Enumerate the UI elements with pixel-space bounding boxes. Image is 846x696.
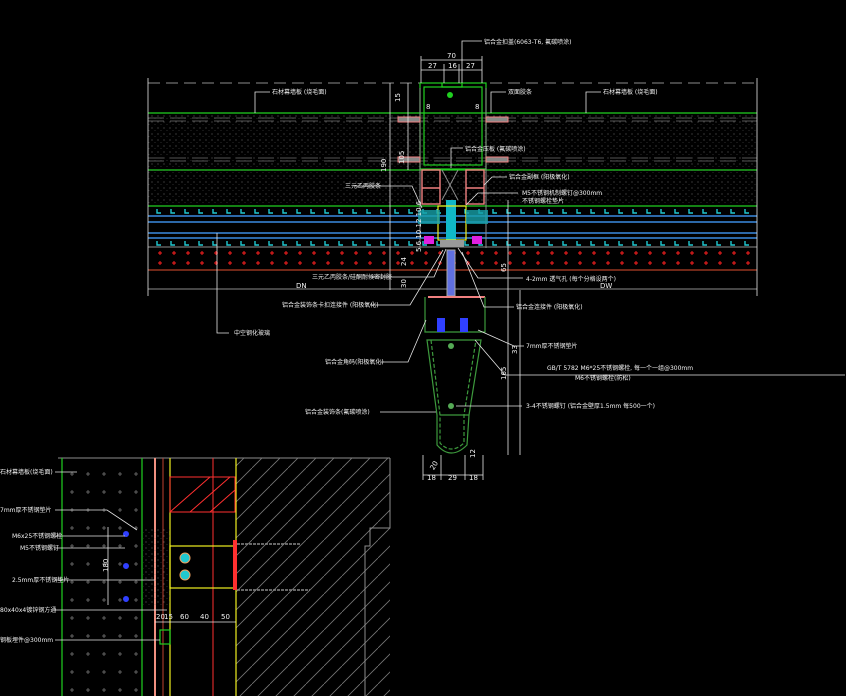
label-fin-profile: 铝合金装饰条(氟碳喷涂): [305, 408, 370, 416]
label-detail-bolt: M6x25不锈钢螺栓: [12, 532, 62, 540]
detail-annotations: 石材幕墙板(烧毛面) 7mm厚不锈钢垫片 M6x25不锈钢螺栓 M5不锈钢螺钉 …: [0, 468, 236, 644]
dim-d40: 40: [200, 613, 209, 621]
label-screw-m5-sub: 不锈钢螺栓垫片: [522, 197, 564, 205]
label-stone-right: 石材幕墙板 (烧毛面): [603, 88, 658, 96]
label-detail-stone: 石材幕墙板(烧毛面): [0, 468, 53, 476]
dim-27-left: 27: [428, 62, 437, 70]
label-dw: DW: [600, 282, 612, 290]
dim-15: 15: [394, 93, 402, 102]
label-tape: 双面胶条: [508, 88, 532, 96]
label-aluminum-frame: 铝合金副框 (阳极氧化): [509, 173, 570, 181]
label-detail-screw: M5不锈钢螺钉: [20, 544, 59, 552]
dim-24: 24: [400, 257, 408, 266]
label-gasket-7mm: 7mm厚不锈钢垫片: [526, 342, 578, 350]
dim-8-right: 8: [475, 103, 479, 111]
dim-layers: 5 6 10 12 10 6: [415, 200, 423, 252]
dim-8-left: 8: [426, 103, 430, 111]
dim-65: 65: [500, 263, 508, 272]
label-vent-hole: 4-2mm 透气孔 (每个分格设两个): [526, 275, 616, 283]
dim-70: 70: [447, 52, 456, 60]
dim-180: 180: [102, 559, 110, 572]
detail-section: [58, 457, 391, 696]
label-bolt-spec: GB/T 5782 M6*25不锈钢螺栓, 每一个一组@300mm: [547, 364, 693, 372]
dim-165: 165: [500, 367, 508, 380]
dim-20: 20: [429, 460, 440, 472]
dim-105: 105: [398, 151, 406, 164]
dim-18-right: 18: [469, 474, 478, 482]
plan-section: [147, 78, 758, 454]
label-bolt-spec-sub: M6不锈钢螺栓(防松): [575, 374, 631, 382]
label-bolt-cover: 铝合金装饰条卡扣连接件 (阳极氧化): [282, 301, 379, 309]
label-connector: 铝合金连接件 (阳极氧化): [516, 303, 583, 311]
label-detail-embed: 钢板埋件@300mm: [0, 636, 53, 644]
label-detail-gasket-thin: 2.5mm厚不锈钢垫片: [12, 576, 69, 584]
dim-16: 16: [448, 62, 457, 70]
label-screw-m5: M5不锈钢机制螺钉@300mm: [522, 189, 602, 197]
label-epdm-sealant: 三元乙丙胶条/硅酮耐候密封胶: [312, 273, 392, 281]
plan-dimensions: 70 27 16 27 8 8 15 105 190 5 6 10 12 10 …: [380, 52, 521, 482]
plan-annotations: 铝合金扣盖(6063-T6, 氟碳喷涂) 双面胶条 石材幕墙板 (烧毛面) 石材…: [216, 38, 845, 416]
dim-d60: 60: [180, 613, 189, 621]
label-glass: 中空钢化玻璃: [234, 329, 270, 337]
label-pressure-plate: 铝合金压板 (氟碳喷涂): [465, 145, 526, 153]
label-cover-cap: 铝合金扣盖(6063-T6, 氟碳喷涂): [484, 38, 571, 46]
label-epdm-strip: 三元乙丙胶条: [345, 182, 381, 190]
dim-18-left: 18: [427, 474, 436, 482]
label-detail-gasket: 7mm厚不锈钢垫片: [0, 506, 52, 514]
label-fin-screw: 3-4不锈钢螺钉 (铝合金壁厚1.5mm 每500一个): [526, 402, 655, 410]
dim-12: 12: [469, 449, 477, 458]
dim-33: 33: [511, 345, 519, 354]
dim-27-right: 27: [466, 62, 475, 70]
label-stone-left: 石材幕墙板 (烧毛面): [272, 88, 327, 96]
dim-d50: 50: [221, 613, 230, 621]
dim-190: 190: [380, 159, 388, 172]
label-dn: DN: [296, 282, 307, 290]
dim-d20: 20: [156, 613, 165, 621]
dim-d15: 15: [164, 613, 173, 621]
dim-29: 29: [448, 474, 457, 482]
dim-30: 30: [400, 279, 408, 288]
label-fin-left: 铝合金角码(阳极氧化): [325, 358, 384, 366]
label-detail-tube: 80x40x4镀锌钢方通: [0, 606, 56, 614]
